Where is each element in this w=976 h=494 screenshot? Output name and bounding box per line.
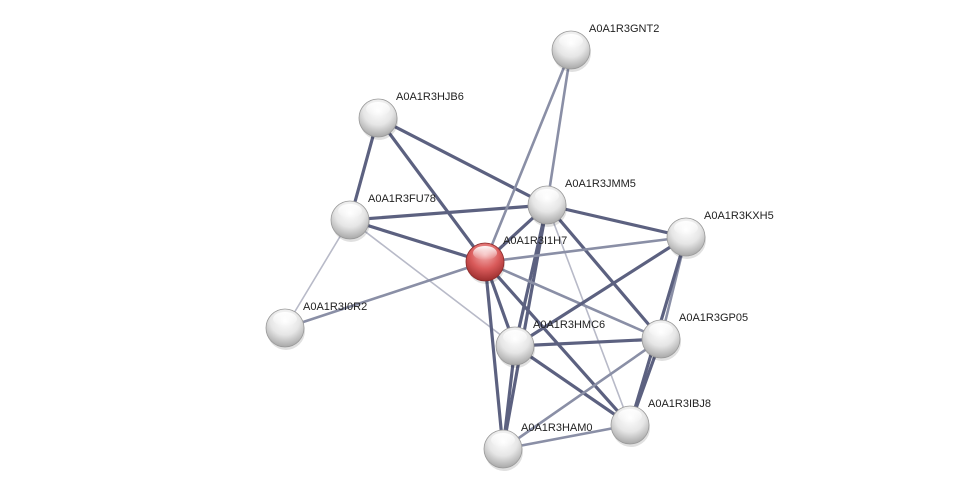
edge-a0a1r3hmc6-a0a1r3ibj8 — [513, 344, 632, 427]
node-highlight — [618, 409, 642, 423]
node-a0a1r3fu78[interactable]: A0A1R3FU78 — [330, 193, 436, 242]
edge-a0a1r3i1h7-a0a1r3kxh5 — [483, 235, 688, 264]
edge-a0a1r3fu78-a0a1r3hmc6 — [349, 219, 516, 347]
node-highlight — [366, 102, 390, 116]
edge-a0a1r3hjb6-a0a1r3jmm5 — [376, 116, 549, 207]
node-a0a1r3hmc6[interactable]: A0A1R3HMC6 — [495, 319, 605, 368]
node-a0a1r3ibj8[interactable]: A0A1R3IBJ8 — [610, 398, 711, 447]
node-label: A0A1R3I1H7 — [503, 235, 567, 247]
node-a0a1r3hjb6[interactable]: A0A1R3HJB6 — [358, 91, 464, 140]
node-highlight — [473, 246, 497, 260]
node-a0a1r3ham0[interactable]: A0A1R3HAM0 — [483, 422, 593, 471]
edge-a0a1r3gp05-a0a1r3ham0 — [501, 337, 663, 451]
edge-a0a1r3i1h7-a0a1r3i0r2 — [283, 260, 487, 330]
edge-a0a1r3jmm5-a0a1r3kxh5 — [545, 203, 688, 239]
node-label: A0A1R3I0R2 — [303, 301, 367, 313]
node-highlight — [649, 323, 673, 337]
node-label: A0A1R3HAM0 — [521, 422, 593, 434]
node-highlight — [535, 189, 559, 203]
edge-a0a1r3gnt2-a0a1r3i1h7 — [483, 48, 573, 264]
node-highlight — [491, 433, 515, 447]
edge-a0a1r3jmm5-a0a1r3gp05 — [545, 203, 663, 341]
edge-a0a1r3i1h7-a0a1r3gp05 — [483, 260, 663, 341]
node-a0a1r3i1h7[interactable]: A0A1R3I1H7 — [465, 235, 567, 284]
edge-a0a1r3i1h7-a0a1r3ham0 — [483, 260, 505, 451]
edge-a0a1r3fu78-a0a1r3i1h7 — [348, 218, 487, 264]
edge-a0a1r3jmm5-a0a1r3ham0 — [501, 203, 549, 451]
node-label: A0A1R3IBJ8 — [648, 398, 711, 410]
node-a0a1r3gnt2[interactable]: A0A1R3GNT2 — [551, 23, 659, 72]
node-label: A0A1R3HJB6 — [396, 91, 464, 103]
node-a0a1r3i0r2[interactable]: A0A1R3I0R2 — [265, 301, 367, 350]
node-label: A0A1R3FU78 — [368, 193, 436, 205]
edge-a0a1r3kxh5-a0a1r3hmc6 — [513, 235, 688, 348]
edge-a0a1r3hjb6-a0a1r3i1h7 — [376, 116, 487, 264]
node-label: A0A1R3GNT2 — [589, 23, 659, 35]
node-a0a1r3gp05[interactable]: A0A1R3GP05 — [641, 312, 748, 361]
node-label: A0A1R3HMC6 — [533, 319, 605, 331]
node-label: A0A1R3JMM5 — [565, 178, 636, 190]
node-label: A0A1R3KXH5 — [704, 210, 774, 222]
edge-a0a1r3ibj8-a0a1r3ham0 — [501, 423, 632, 451]
node-highlight — [674, 221, 698, 235]
node-highlight — [338, 204, 362, 218]
node-label: A0A1R3GP05 — [679, 312, 748, 324]
edge-a0a1r3gnt2-a0a1r3jmm5 — [545, 48, 573, 207]
node-highlight — [273, 312, 297, 326]
node-a0a1r3kxh5[interactable]: A0A1R3KXH5 — [666, 210, 774, 259]
edge-a0a1r3hmc6-a0a1r3gp05 — [513, 337, 663, 348]
edge-a0a1r3fu78-a0a1r3i0r2 — [284, 219, 351, 329]
node-a0a1r3jmm5[interactable]: A0A1R3JMM5 — [527, 178, 636, 227]
nodes-layer: A0A1R3GNT2A0A1R3HJB6A0A1R3JMM5A0A1R3FU78… — [265, 23, 774, 471]
edge-a0a1r3jmm5-a0a1r3ibj8 — [546, 204, 631, 426]
node-highlight — [559, 34, 583, 48]
node-highlight — [503, 330, 527, 344]
edge-a0a1r3fu78-a0a1r3jmm5 — [348, 203, 549, 222]
